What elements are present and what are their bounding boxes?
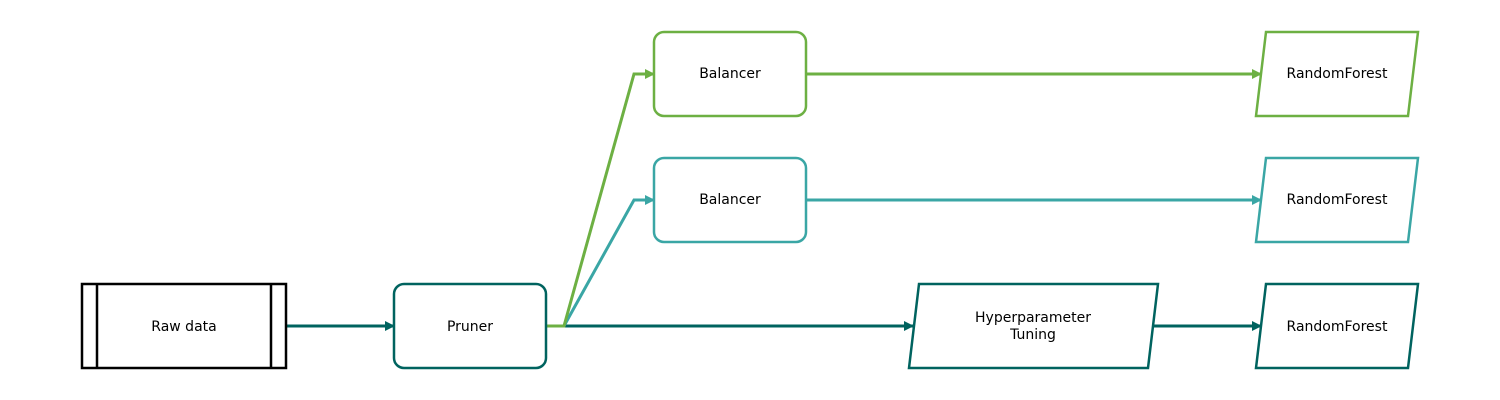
node-raw-data-label: Raw data [151, 319, 216, 335]
node-hyperparameter-label-line2: Tuning [1009, 327, 1056, 343]
node-balancer-green: Balancer [652, 30, 808, 118]
node-randomforest-teal-label: RandomForest [1287, 192, 1388, 208]
node-pruner-label: Pruner [447, 319, 493, 335]
node-hyperparameter-tuning: Hyperparameter Tuning [907, 282, 1160, 370]
node-raw-data: Raw data [80, 282, 288, 370]
node-randomforest-teal: RandomForest [1254, 156, 1420, 244]
node-randomforest-dark: RandomForest [1254, 282, 1420, 370]
edge-pruner-balancer-green [546, 69, 655, 328]
node-pruner: Pruner [392, 282, 548, 370]
node-randomforest-green-label: RandomForest [1287, 66, 1388, 82]
node-randomforest-dark-label: RandomForest [1287, 319, 1388, 335]
edges [287, 69, 1262, 331]
node-randomforest-green: RandomForest [1254, 30, 1420, 118]
node-balancer-teal: Balancer [652, 156, 808, 244]
edge-pruner-balancer-teal [562, 195, 655, 327]
node-balancer-green-label: Balancer [699, 66, 761, 82]
node-balancer-teal-label: Balancer [699, 192, 761, 208]
node-hyperparameter-label-line1: Hyperparameter [975, 310, 1091, 326]
